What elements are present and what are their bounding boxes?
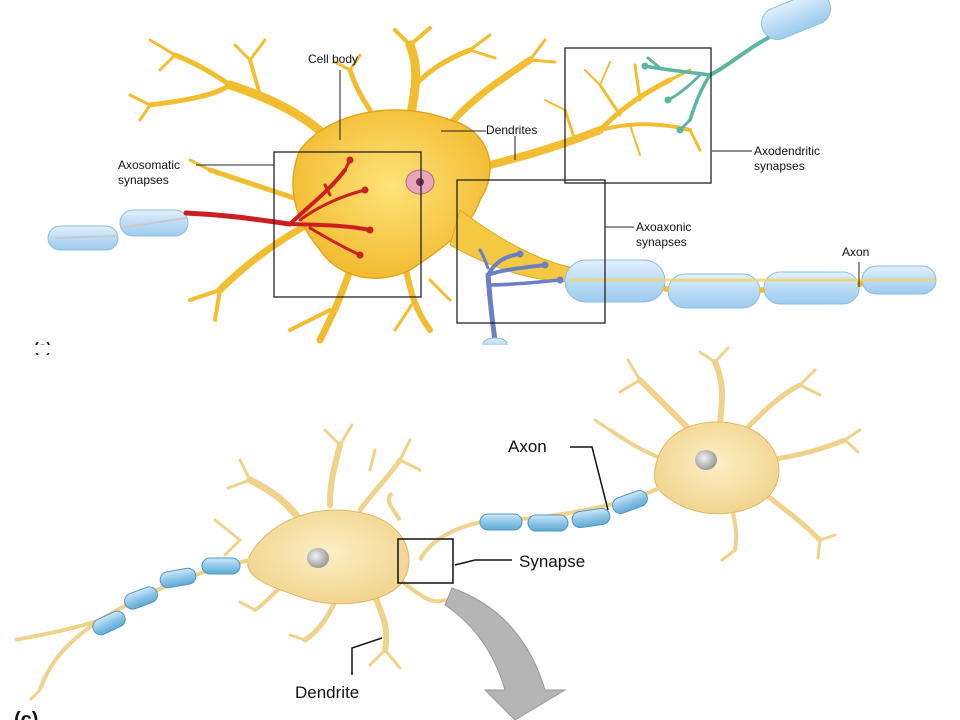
label-axon-bottom: Axon [508,437,547,456]
label-dendrite: Dendrite [295,683,359,702]
leader-lines-bottom [351,446,609,675]
axodendritic-terminal [641,36,770,134]
label-dendrites: Dendrites [486,123,537,137]
incoming-axon-left [47,209,189,251]
label-cell-body: Cell body [308,52,358,66]
axodendritic-box [564,47,712,184]
label-axodendritic: Axodendritic [754,144,820,158]
label-axoaxonic: Axoaxonic [636,220,691,234]
synapse-box [397,538,454,584]
axosomatic-box [273,151,422,298]
label-axodendritic-2: synapses [754,159,805,173]
label-axoaxonic-2: synapses [636,235,687,249]
right-neuron-soma [653,421,780,515]
top-panel: Cell body Dendrites Axosomatic synapses … [34,0,937,355]
axosomatic-terminal [183,156,374,259]
axoaxonic-terminal [478,248,564,343]
axoaxonic-box [456,179,606,324]
leader-lines-top [196,70,860,287]
zoom-arrow [444,587,567,720]
label-axon-top: Axon [842,245,869,259]
bottom-panel: Axon Synapse Dendrite (c) [14,346,862,720]
part-label-c: (c) [14,709,38,720]
label-synapse: Synapse [519,552,585,571]
label-axosomatic: Axosomatic [118,158,180,172]
right-neuron-nucleus [695,450,717,470]
left-neuron-nucleus [307,548,329,568]
label-axosomatic-2: synapses [118,173,169,187]
myelin-sheath-top [564,259,937,309]
incoming-axon-top-right [760,0,832,40]
right-neuron-axon [418,486,661,561]
left-neuron-axon [14,557,251,702]
